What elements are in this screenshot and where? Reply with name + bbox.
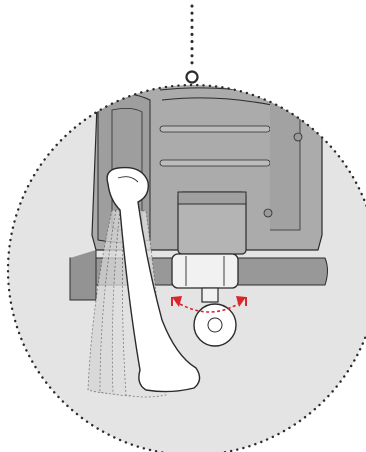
anchor-ring-icon bbox=[187, 72, 198, 83]
